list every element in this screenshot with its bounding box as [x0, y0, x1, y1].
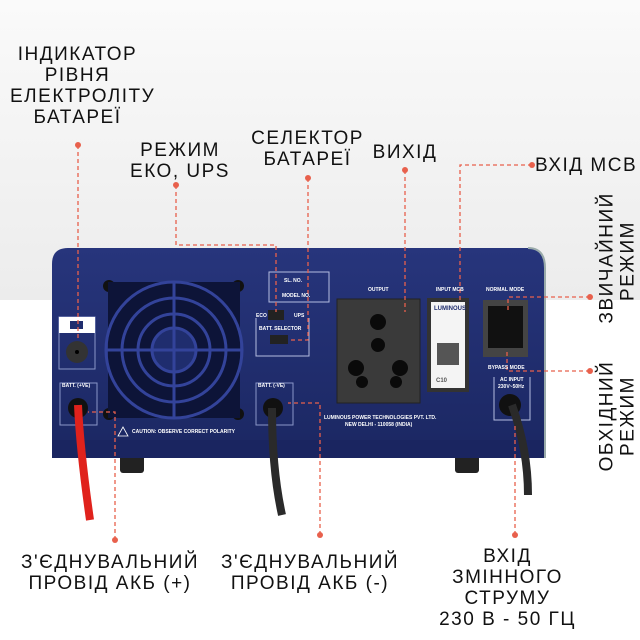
ac-rating-label: 230V~50Hz — [498, 384, 525, 390]
line: З'ЄДНУВАЛЬНИЙ — [220, 552, 400, 573]
output-label: OUTPUT — [368, 287, 389, 293]
foot — [120, 455, 144, 473]
line: З'ЄДНУВАЛЬНИЙ — [20, 552, 200, 573]
address-label: NEW DELHI - 110058 (INDIA) — [345, 422, 413, 428]
model-no-label: MODEL NO. — [282, 293, 311, 299]
annotation-bypass-mode: ОБХІДНИЙ РЕЖИМ — [597, 354, 639, 479]
batt-neg-label: BATT. (-VE) — [258, 383, 285, 389]
line: ВХІД — [483, 546, 532, 567]
company-label: LUMINOUS POWER TECHNOLOGIES PVT. LTD. — [324, 415, 437, 421]
fan-grille — [104, 280, 244, 420]
eco-label: ECO — [256, 313, 267, 319]
batt-pos-label: BATT. (+VE) — [62, 383, 91, 389]
mcb-brand: LUMINOUS — [434, 306, 466, 312]
line: СЕЛЕКТОР — [251, 128, 364, 149]
line: ПРОВІД АКБ (-) — [230, 573, 390, 594]
input-mcb-label: INPUT MCB — [436, 287, 464, 293]
annotation-battery-negative-cable: З'ЄДНУВАЛЬНИЙ ПРОВІД АКБ (-) — [210, 552, 410, 594]
line: РІВНЯ — [44, 65, 111, 86]
annotation-battery-selector: СЕЛЕКТОР БАТАРЕЇ — [245, 128, 370, 170]
bypass-mode-label: BYPASS MODE — [488, 365, 525, 371]
line: ЗВИЧАЙНИЙ — [596, 192, 618, 324]
ups-label: UPS — [294, 313, 305, 319]
line: ІНДИКАТОР — [17, 44, 138, 65]
annotation-input-mcb: ВХІД MCB — [535, 155, 638, 176]
eco-ups-switch — [268, 310, 284, 320]
ac-input-cable — [508, 403, 532, 496]
line: ЗМІННОГО — [452, 567, 563, 588]
line: СТРУМУ — [464, 588, 551, 609]
line: БАТАРЕЇ — [33, 107, 122, 128]
line: РЕЖИМ — [617, 221, 639, 301]
batt-selector-label: BATT. SELECTOR — [259, 326, 302, 332]
line: 230 В - 50 ГЦ — [439, 609, 576, 630]
annotation-battery-positive-cable: З'ЄДНУВАЛЬНИЙ ПРОВІД АКБ (+) — [10, 552, 210, 594]
sl-no-label: SL. NO. — [284, 278, 303, 284]
annotation-ac-input: ВХІД ЗМІННОГО СТРУМУ 230 В - 50 ГЦ — [420, 546, 595, 630]
line: ОБХІДНИЙ — [596, 360, 618, 472]
line: ПРОВІД АКБ (+) — [28, 573, 192, 594]
line: РЕЖИМ — [140, 140, 220, 161]
annotation-normal-mode: ЗВИЧАЙНИЙ РЕЖИМ — [596, 192, 639, 324]
leader-lines — [77, 145, 590, 540]
annotation-output: ВИХІД — [372, 142, 438, 163]
line: РЕЖИМ — [617, 376, 639, 456]
mcb-rating: C10 — [436, 378, 448, 384]
ac-input-label: AC INPUT — [500, 377, 524, 383]
annotation-eco-ups: РЕЖИМ ЕКО, UPS — [130, 140, 230, 182]
line: ЕЛЕКТРОЛІТУ — [10, 86, 156, 107]
battery-selector-switch — [270, 335, 288, 344]
annotation-electrolyte-indicator: ІНДИКАТОР РІВНЯ ЕЛЕКТРОЛІТУ БАТАРЕЇ — [10, 44, 156, 128]
battery-positive-cable — [74, 404, 94, 521]
battery-negative-cable — [268, 407, 286, 516]
line: БАТАРЕЇ — [263, 149, 352, 170]
caution-label: CAUTION: OBSERVE CORRECT POLARITY — [132, 429, 235, 435]
normal-mode-label: NORMAL MODE — [486, 287, 525, 293]
line: ЕКО, UPS — [130, 161, 230, 182]
foot — [455, 455, 479, 473]
